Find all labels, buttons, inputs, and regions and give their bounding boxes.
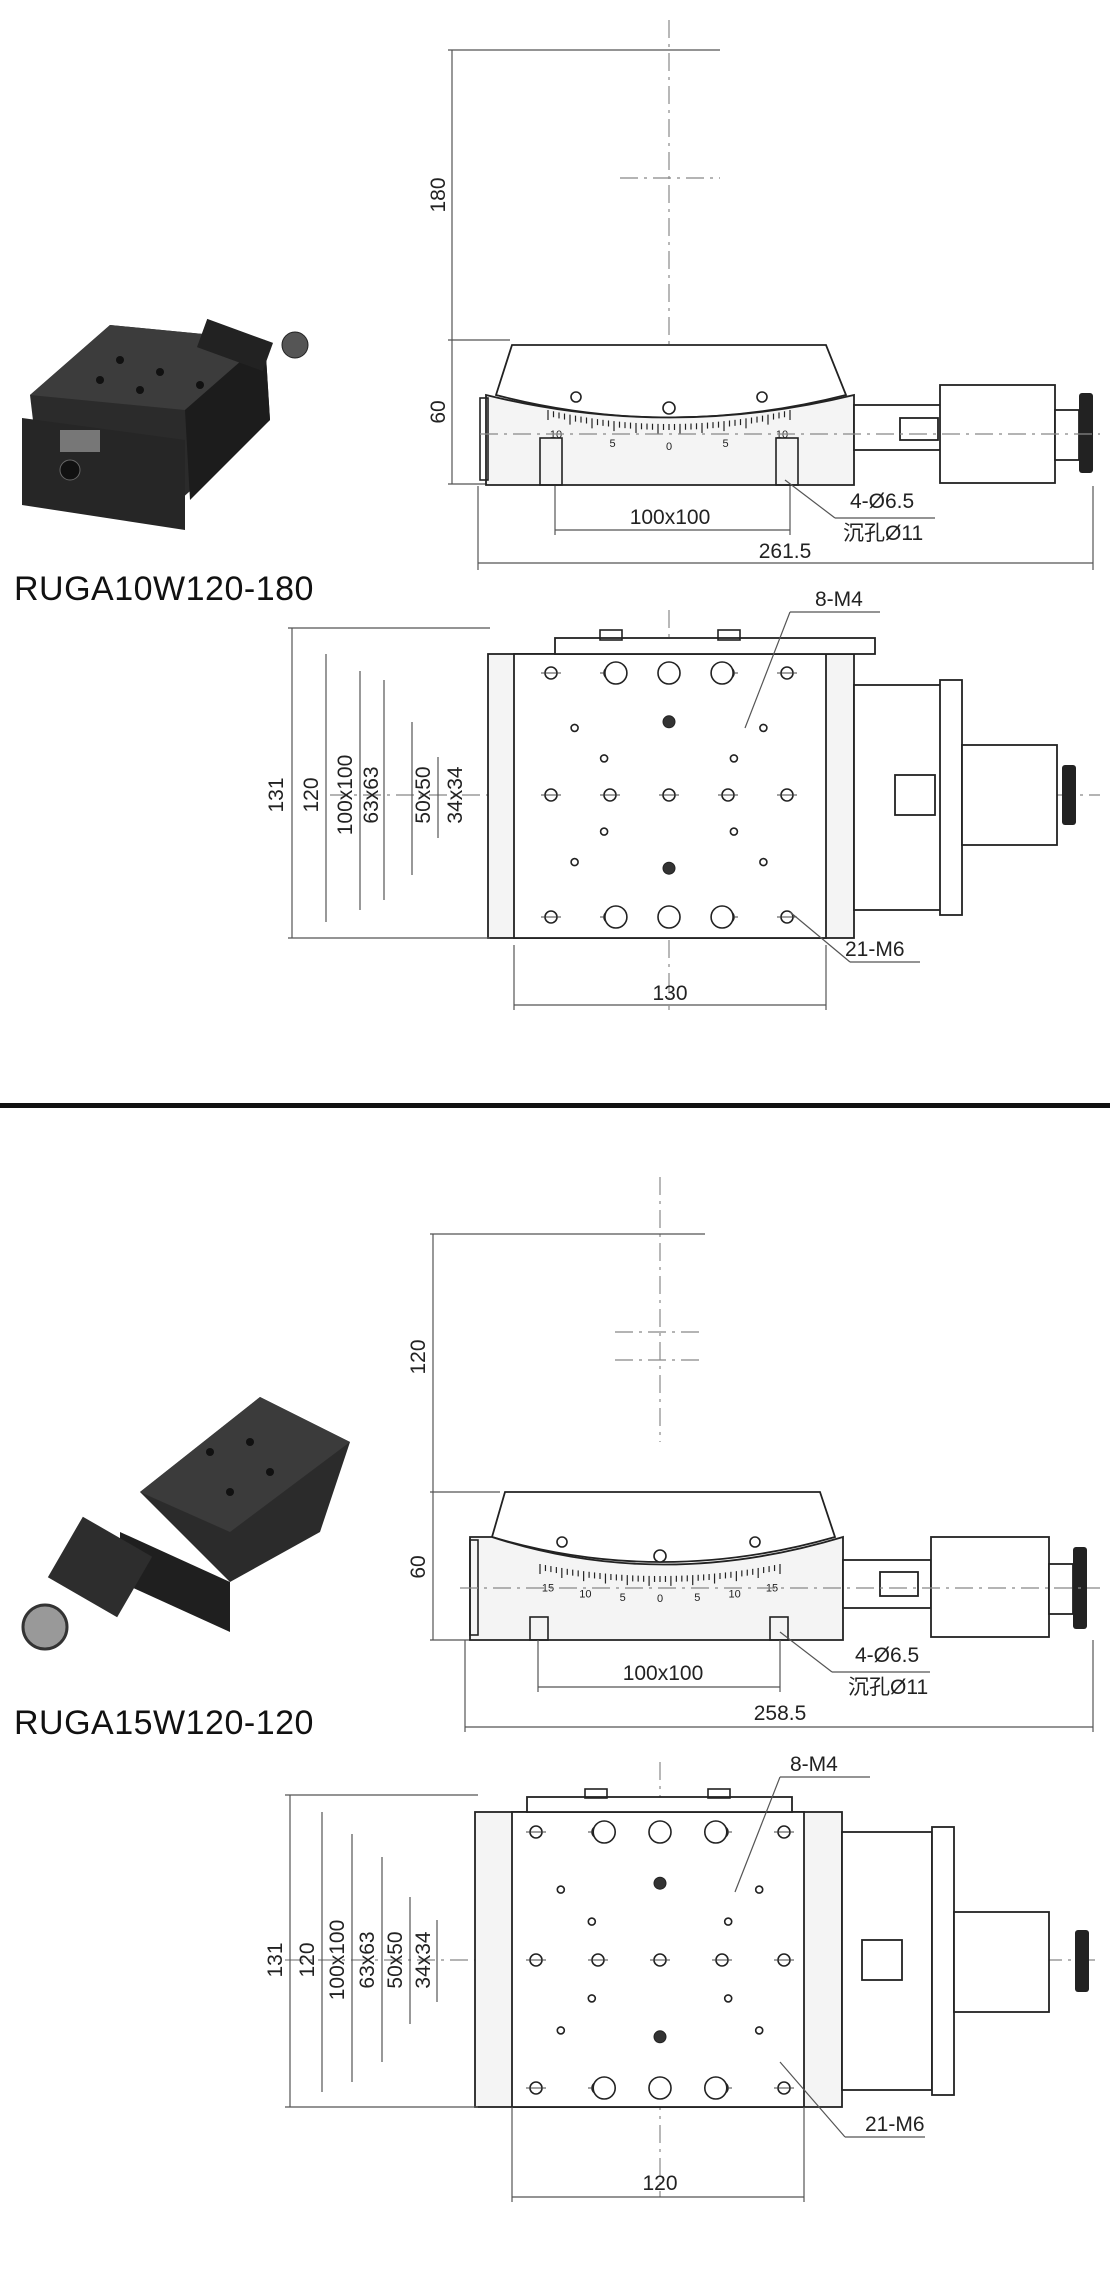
threaded-hole — [723, 1917, 733, 1926]
product-photo-1 — [22, 318, 309, 530]
side-view-1: 10 5 0 5 10 180 60 100x100 261.5 4-Ø6.5 沉孔Ø1… — [427, 20, 1100, 570]
counterbore-hole — [592, 1820, 617, 1844]
dim-50x50: 50x50 — [412, 766, 435, 823]
threaded-hole — [723, 1994, 733, 2003]
dim-63x63: 63x63 — [360, 766, 383, 823]
counterbore-hole — [703, 2076, 728, 2100]
counterbore-hole — [604, 661, 628, 685]
scale-label: 10 — [729, 1588, 741, 1600]
dim-50x50-2: 50x50 — [384, 1931, 407, 1988]
pin-hole — [662, 715, 676, 729]
holes-note-line2: 沉孔Ø11 — [843, 522, 923, 545]
angle-scale-1: 10 5 0 5 10 — [547, 410, 791, 453]
dim-height-body-2: 60 — [407, 1555, 430, 1578]
threaded-hole — [759, 857, 768, 867]
dim-height-top: 180 — [427, 177, 450, 212]
dim-mount: 100x100 — [630, 506, 711, 529]
scale-label: 5 — [620, 1592, 626, 1604]
counterbore-hole — [710, 661, 734, 685]
threaded-hole — [570, 857, 579, 867]
threaded-hole — [729, 827, 739, 836]
dim-height-top-2: 120 — [407, 1339, 430, 1374]
technical-drawing-1: 10 5 0 5 10 180 60 100x100 261.5 4-Ø6.5 沉孔Ø1… — [22, 20, 1100, 1010]
model-section-1: 10 5 0 5 10 180 60 100x100 261.5 4-Ø6.5 沉孔Ø1… — [0, 0, 1110, 1105]
threaded-hole — [754, 1885, 764, 1894]
dim-120: 120 — [300, 777, 323, 812]
scale-label: 15 — [542, 1583, 554, 1595]
pin-hole — [662, 861, 676, 875]
counterbore-hole — [657, 905, 681, 929]
dim-34x34-2: 34x34 — [412, 1931, 435, 1989]
hole-pattern-2 — [526, 1820, 794, 2100]
counterbore-hole — [657, 661, 681, 685]
threaded-hole — [556, 1885, 566, 1894]
callout-m4-2: 8-M4 — [790, 1753, 838, 1776]
dim-width-2: 120 — [642, 2172, 677, 2195]
threaded-hole — [570, 723, 579, 733]
scale-label: 5 — [722, 438, 728, 450]
scale-label: 0 — [666, 441, 672, 453]
callout-m4: 8-M4 — [815, 588, 863, 611]
scale-label: 10 — [550, 429, 562, 441]
dim-131-2: 131 — [264, 1942, 287, 1977]
pin-hole — [653, 1876, 667, 1890]
counterbore-hole — [648, 1820, 672, 1844]
callout-m6: 21-M6 — [845, 938, 905, 961]
dim-total-length-2: 258.5 — [754, 1702, 807, 1725]
counterbore-hole — [703, 1820, 728, 1844]
dim-mount-2: 100x100 — [623, 1662, 704, 1685]
scale-label: 10 — [776, 429, 788, 441]
threaded-hole — [556, 2026, 566, 2035]
threaded-hole — [729, 754, 739, 763]
dim-63x63-2: 63x63 — [356, 1931, 379, 1988]
pin-hole — [653, 2030, 667, 2044]
dim-100x100-2: 100x100 — [326, 1920, 349, 2001]
scale-label: 5 — [609, 438, 615, 450]
threaded-hole — [599, 827, 609, 836]
holes-note-line2-2: 沉孔Ø11 — [848, 1676, 928, 1699]
threaded-hole — [587, 1994, 597, 2003]
threaded-hole — [759, 723, 768, 733]
section-divider — [0, 1103, 1110, 1108]
dim-131: 131 — [265, 777, 288, 812]
model-title-1: RUGA10W120-180 — [14, 570, 314, 608]
hole-pattern-1 — [541, 661, 797, 929]
scale-label: 5 — [694, 1592, 700, 1604]
dim-120-2: 120 — [296, 1942, 319, 1977]
scale-label: 0 — [657, 1593, 663, 1605]
counterbore-hole — [604, 905, 628, 929]
product-photo-2 — [21, 1397, 350, 1651]
dim-height-body: 60 — [427, 400, 450, 423]
dim-34x34: 34x34 — [444, 766, 467, 824]
top-view-1: 131 120 100x100 63x63 50x50 34x34 130 8-… — [265, 588, 1100, 1010]
holes-note-line1: 4-Ø6.5 — [850, 490, 914, 513]
top-view-2: 131 120 100x100 63x63 50x50 34x34 120 8-… — [264, 1753, 1100, 2202]
threaded-hole — [587, 1917, 597, 1926]
counterbore-hole — [592, 2076, 617, 2100]
threaded-hole — [599, 754, 609, 763]
holes-note-line1-2: 4-Ø6.5 — [855, 1644, 919, 1667]
counterbore-hole — [710, 905, 734, 929]
counterbore-hole — [648, 2076, 672, 2100]
callout-m6-2: 21-M6 — [865, 2113, 925, 2136]
dim-100x100: 100x100 — [334, 755, 357, 836]
dim-total-length: 261.5 — [759, 540, 812, 563]
scale-label: 10 — [579, 1588, 591, 1600]
threaded-hole — [754, 2026, 764, 2035]
dim-width: 130 — [652, 982, 687, 1005]
model-title-2: RUGA15W120-120 — [14, 1704, 314, 1742]
